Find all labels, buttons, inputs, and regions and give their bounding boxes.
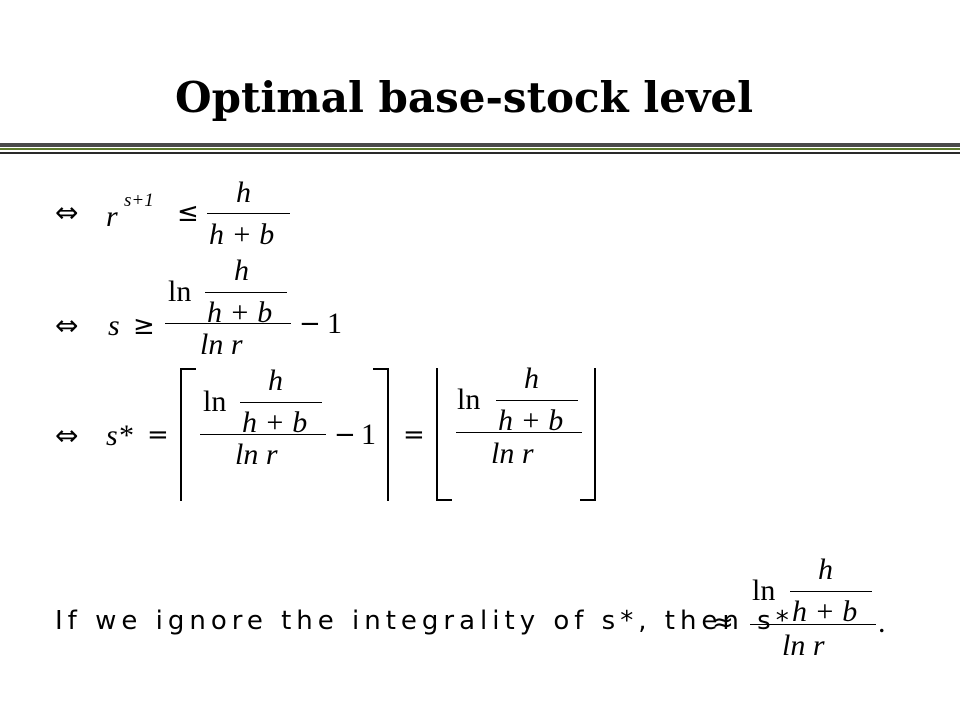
ceil-left-top — [180, 368, 196, 370]
geq-symbol: ≥ — [133, 311, 155, 341]
slide-title: Optimal base-stock level — [175, 73, 754, 122]
var-r: r — [106, 200, 118, 233]
inner-numerator-h: h — [268, 364, 283, 397]
ceil-right-top — [373, 368, 389, 370]
denominator-ln-r: ln r — [200, 328, 243, 361]
ceil-right-stem — [387, 368, 389, 501]
ln-label: ln — [457, 383, 481, 416]
ln-label: ln — [752, 574, 776, 607]
inner-denominator: h + b — [498, 404, 564, 437]
numerator-h: h — [236, 176, 251, 209]
inner-denominator: h + b — [242, 406, 308, 439]
inner-numerator-h: h — [524, 362, 539, 395]
floor-right-bottom — [580, 499, 596, 501]
constant-one: 1 — [327, 307, 342, 340]
floor-right-stem — [594, 368, 596, 501]
period: . — [878, 606, 886, 639]
inner-fraction-bar — [205, 292, 287, 293]
floor-left-bottom — [436, 499, 452, 501]
fraction-bar — [207, 213, 290, 214]
denominator-ln-r: ln r — [491, 437, 534, 470]
s-star: s* — [106, 419, 133, 452]
inner-numerator-h: h — [234, 254, 249, 287]
main-fraction-bar — [165, 323, 291, 324]
floor-left-stem — [436, 368, 438, 501]
main-fraction-bar — [200, 434, 326, 435]
title-rule-top — [0, 143, 960, 147]
ln-label: ln — [168, 275, 192, 308]
minus-symbol: − — [299, 309, 321, 339]
var-s: s — [108, 309, 120, 342]
inner-numerator-h: h — [818, 553, 833, 586]
equals-symbol: = — [147, 420, 169, 450]
denominator-ln-r: ln r — [235, 438, 278, 471]
main-fraction-bar — [456, 432, 582, 433]
equals-symbol: = — [403, 420, 425, 450]
iff-symbol: ⇔ — [55, 196, 79, 229]
inner-fraction-bar — [790, 591, 872, 592]
leq-symbol: ≤ — [177, 198, 199, 228]
conclusion-text: If we ignore the integrality of s*, then… — [55, 606, 794, 636]
title-rule-bottom — [0, 152, 960, 154]
iff-symbol: ⇔ — [55, 309, 79, 342]
main-fraction-bar — [750, 624, 876, 625]
inner-fraction-bar — [240, 402, 322, 403]
inner-denominator: h + b — [207, 296, 273, 329]
iff-symbol: ⇔ — [55, 419, 79, 452]
title-rule-accent — [0, 148, 960, 150]
denominator-ln-r: ln r — [782, 629, 825, 662]
ceil-left-stem — [180, 368, 182, 501]
ln-label: ln — [203, 385, 227, 418]
constant-one: 1 — [361, 418, 376, 451]
inner-fraction-bar — [496, 400, 578, 401]
approx-symbol: ≈ — [712, 608, 734, 638]
minus-symbol: − — [334, 420, 356, 450]
inner-denominator: h + b — [792, 595, 858, 628]
denominator-h-plus-b: h + b — [209, 218, 275, 251]
exponent: s+1 — [124, 190, 154, 211]
